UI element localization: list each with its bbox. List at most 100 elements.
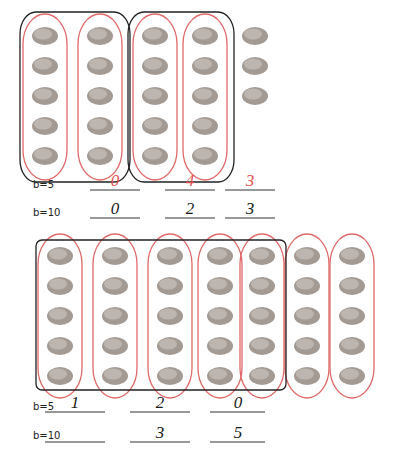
pebble-shine (296, 279, 314, 290)
pebble-shine (209, 339, 227, 350)
five-ring (93, 234, 137, 398)
pebble-shine (209, 309, 227, 320)
pebble (157, 337, 183, 355)
pebble-shine (194, 59, 212, 70)
pebble (87, 117, 113, 135)
answer-line (90, 218, 140, 219)
pebble (87, 57, 113, 75)
digit-answer: 2 (186, 200, 195, 217)
pebble (142, 117, 168, 135)
pebble-shine (341, 339, 359, 350)
pebble-shine (34, 29, 52, 40)
pebble (87, 147, 113, 165)
answer-line (130, 442, 190, 443)
pebble-shine (194, 89, 212, 100)
pebble (142, 147, 168, 165)
base-label: b=5 (33, 180, 54, 190)
pebble (242, 57, 268, 75)
pebble-shine (49, 339, 67, 350)
pebble-shine (144, 89, 162, 100)
pebble-shine (296, 249, 314, 260)
ten-ring (128, 12, 234, 182)
pebble-shine (144, 149, 162, 160)
pebble (339, 337, 365, 355)
pebble-shine (104, 309, 122, 320)
pebble-shine (159, 279, 177, 290)
pebble-shine (159, 309, 177, 320)
pebble-shine (194, 29, 212, 40)
pebble-shine (341, 279, 359, 290)
pebble-shine (104, 249, 122, 260)
pebble (207, 277, 233, 295)
digit-answer: 0 (234, 394, 243, 411)
pebble-shine (104, 369, 122, 380)
pebble-shine (341, 249, 359, 260)
pebble-shine (49, 279, 67, 290)
pebble-shine (251, 309, 269, 320)
five-ring (133, 14, 177, 180)
pebble-shine (251, 279, 269, 290)
five-ring (23, 14, 67, 180)
base-label: b=5 (33, 402, 54, 412)
pebble-shine (194, 119, 212, 130)
five-ring (240, 234, 284, 398)
base-label: b=10 (33, 431, 60, 441)
answer-line (225, 218, 275, 219)
pebble (192, 117, 218, 135)
pebble (142, 57, 168, 75)
pebble-shine (159, 339, 177, 350)
pebble-shine (159, 249, 177, 260)
pebble (47, 247, 73, 265)
pebble (249, 247, 275, 265)
pebble (192, 57, 218, 75)
pebble (47, 337, 73, 355)
pebble (207, 367, 233, 385)
answer-line (90, 190, 140, 191)
digit-answer: 2 (156, 394, 165, 411)
pebble-shine (209, 249, 227, 260)
pebble (47, 307, 73, 325)
answer-lines (45, 190, 275, 442)
pebble (207, 337, 233, 355)
five-ring (198, 234, 242, 398)
pebble-shine (144, 29, 162, 40)
pebble (157, 277, 183, 295)
pebble (87, 27, 113, 45)
pebble-shine (144, 59, 162, 70)
pebble-shine (89, 149, 107, 160)
pebble (192, 87, 218, 105)
answer-line (130, 412, 190, 413)
answer-line (225, 190, 275, 191)
pebble-shine (194, 149, 212, 160)
five-ring (148, 234, 192, 398)
pebble (32, 27, 58, 45)
pebble-shine (49, 369, 67, 380)
pebble-shine (144, 119, 162, 130)
pebble (249, 307, 275, 325)
answer-line (45, 442, 105, 443)
pebble-shine (34, 119, 52, 130)
pebble (192, 27, 218, 45)
pebble (32, 57, 58, 75)
five-ring (183, 14, 227, 180)
digit-answer: 5 (234, 424, 243, 441)
pebble-shine (209, 369, 227, 380)
pebble-shine (296, 309, 314, 320)
pebble (339, 367, 365, 385)
pebble (294, 367, 320, 385)
pebble (207, 247, 233, 265)
pebble (294, 277, 320, 295)
base-label: b=10 (33, 208, 60, 218)
digit-answer: 4 (186, 172, 195, 189)
pebble (157, 367, 183, 385)
pebble-shine (296, 369, 314, 380)
pebble-shine (159, 369, 177, 380)
digit-answer: 1 (71, 394, 80, 411)
pebble-shine (49, 249, 67, 260)
pebble-shine (251, 249, 269, 260)
digit-answer: 3 (246, 172, 255, 189)
pebble (102, 307, 128, 325)
pebble (157, 307, 183, 325)
answer-line (210, 442, 265, 443)
pebble-shine (104, 279, 122, 290)
